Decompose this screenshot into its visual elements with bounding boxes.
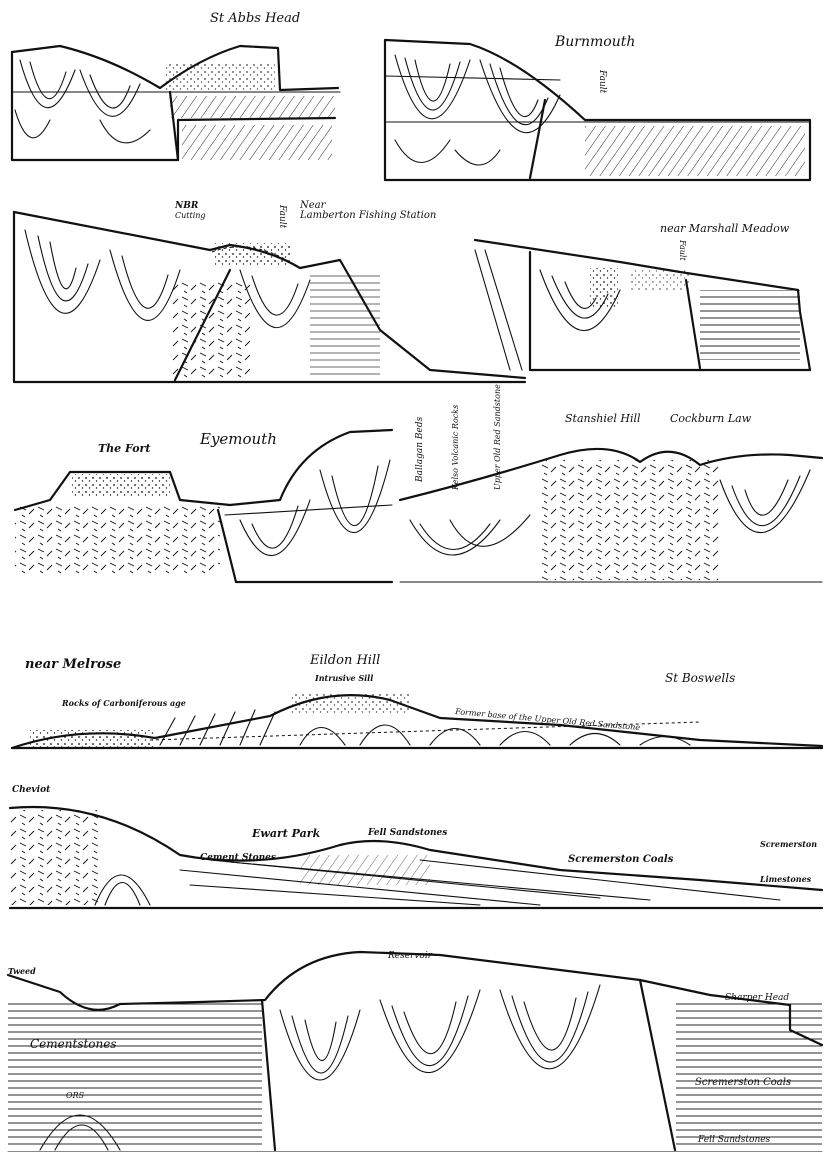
label-reservoir: Reservoir bbox=[387, 951, 433, 961]
label-eyemouth: Eyemouth bbox=[199, 430, 277, 448]
label-st-abbs-head: St Abbs Head bbox=[210, 11, 300, 26]
label-kelso-volcanic-rocks: Kelso Volcanic Rocks bbox=[451, 405, 460, 491]
label-fell-sandstones: Fell Sandstones bbox=[367, 828, 447, 838]
label-cheviot: Cheviot bbox=[12, 785, 51, 795]
label-near-marshall-meadow: near Marshall Meadow bbox=[660, 222, 790, 235]
section-st-abbs-head: St Abbs Head bbox=[12, 11, 340, 160]
label-lamberton-fault: Fault bbox=[277, 204, 287, 229]
label-the-fort: The Fort bbox=[98, 442, 150, 455]
label-eildon-hill: Eildon Hill bbox=[309, 653, 380, 668]
section-reservoir: Reservoir Sharper Head Scremerston Coals… bbox=[8, 951, 822, 1152]
section-lamberton: NBR Cutting Near Lamberton Fishing Stati… bbox=[14, 200, 525, 382]
label-cutting: Cutting bbox=[175, 211, 206, 220]
section-eyemouth: The Fort Eyemouth bbox=[15, 430, 392, 582]
label-near-melrose: near Melrose bbox=[25, 657, 121, 672]
label-cement-stones: Cement Stones bbox=[200, 853, 276, 863]
label-lamberton-fishing-station: Lamberton Fishing Station bbox=[299, 210, 436, 221]
section-marshall-meadow: near Marshall Meadow Fault bbox=[475, 222, 810, 370]
label-nbr: NBR bbox=[174, 201, 199, 211]
label-marshall-fault: Fault bbox=[678, 239, 687, 261]
label-sharper-head: Sharper Head bbox=[725, 993, 789, 1003]
label-ors: ORS bbox=[66, 1091, 85, 1100]
section-burnmouth: Burnmouth Fault bbox=[385, 34, 810, 180]
section-eildon-hill: near Melrose Rocks of Carboniferous age … bbox=[12, 653, 822, 748]
label-scremerston-coals: Scremerston Coals bbox=[568, 854, 674, 865]
label-tweed: Tweed bbox=[8, 966, 36, 976]
label-scremerston: Scremerston bbox=[760, 839, 817, 849]
label-scremerston-coals-2: Scremerston Coals bbox=[695, 1077, 791, 1088]
label-burnmouth-fault: Fault bbox=[597, 69, 607, 94]
label-stanshiel-hill: Stanshiel Hill bbox=[565, 412, 641, 425]
label-intrusive-sill: Intrusive Sill bbox=[314, 673, 373, 683]
section-cheviot: Cheviot Cement Stones Ewart Park Fell Sa… bbox=[10, 785, 822, 908]
label-fell-sandstones-2: Fell Sandstones bbox=[697, 1135, 771, 1145]
label-upper-old-red-sandstone: Upper Old Red Sandstone bbox=[493, 384, 502, 490]
label-ballagan-beds: Ballagan Beds bbox=[415, 416, 425, 483]
label-cementstones: Cementstones bbox=[30, 1037, 117, 1051]
label-limestones: Limestones bbox=[759, 874, 812, 884]
label-rocks-carboniferous: Rocks of Carboniferous age bbox=[61, 698, 186, 708]
label-burnmouth: Burnmouth bbox=[554, 34, 635, 50]
section-stanshiel-cockburn: Ballagan Beds Kelso Volcanic Rocks Upper… bbox=[400, 384, 822, 582]
label-cockburn-law: Cockburn Law bbox=[670, 412, 752, 425]
label-ewart-park: Ewart Park bbox=[251, 827, 321, 840]
label-st-boswells: St Boswells bbox=[665, 671, 735, 685]
